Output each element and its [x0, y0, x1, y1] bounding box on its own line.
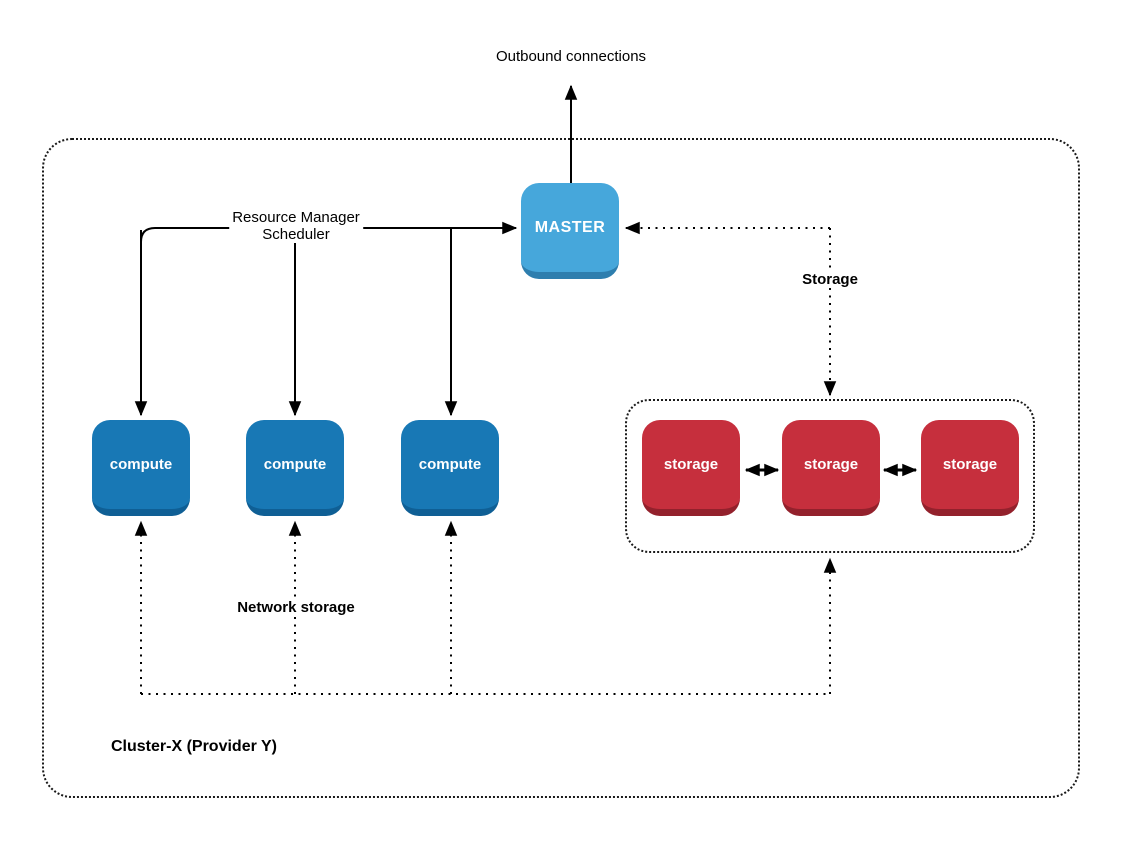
storage-node-label: storage: [663, 456, 719, 473]
storage-node-2: storage: [782, 420, 880, 516]
compute-node-2: compute: [246, 420, 344, 516]
storage-node-label: storage: [803, 456, 859, 473]
master-node: MASTER: [521, 183, 619, 279]
outbound-connections-label: Outbound connections: [492, 48, 650, 65]
resource-manager-label-line1: Resource Manager: [232, 209, 360, 226]
storage-edge-label: Storage: [799, 271, 861, 288]
network-storage-label: Network storage: [234, 599, 358, 616]
compute-node-1: compute: [92, 420, 190, 516]
storage-group-boundary: [625, 399, 1035, 553]
storage-node-label: storage: [942, 456, 998, 473]
storage-node-1: storage: [642, 420, 740, 516]
master-node-label: MASTER: [534, 218, 606, 236]
compute-node-label: compute: [263, 456, 327, 473]
cluster-boundary: [42, 138, 1080, 798]
resource-manager-scheduler-label: Resource Manager Scheduler: [229, 209, 363, 243]
compute-node-label: compute: [418, 456, 482, 473]
storage-node-3: storage: [921, 420, 1019, 516]
compute-node-3: compute: [401, 420, 499, 516]
compute-node-label: compute: [109, 456, 173, 473]
cluster-title: Cluster-X (Provider Y): [111, 738, 277, 755]
scheduler-label-line2: Scheduler: [262, 226, 330, 243]
